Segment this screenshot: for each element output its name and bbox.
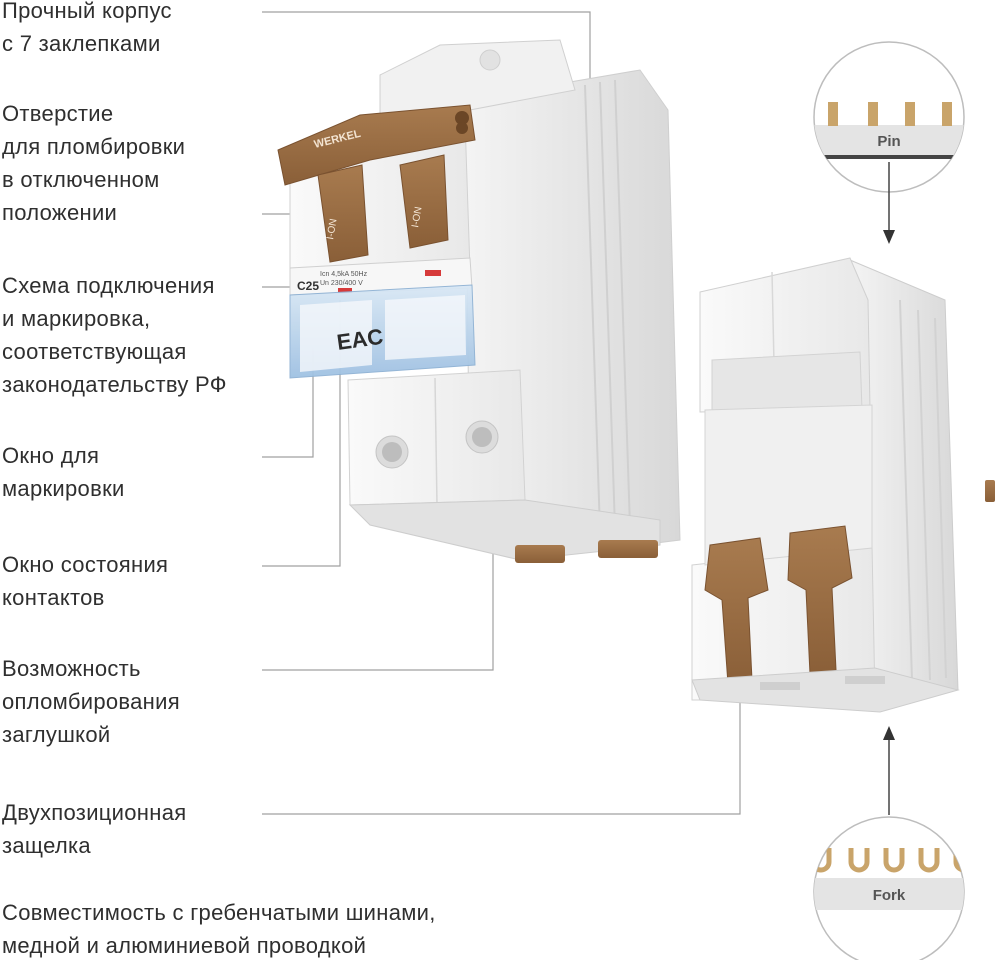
fork-tooth-3 [883, 848, 905, 873]
lever-label-2: I-ON [410, 206, 424, 229]
pin-label: Pin [877, 133, 900, 150]
fork-tooth-2 [848, 848, 870, 873]
label-marking-window-line2: маркировки [2, 476, 125, 501]
label-latch: Двухпозиционная защелка [2, 796, 186, 862]
fork-tooth-4 [918, 848, 940, 873]
pin-tooth-4 [942, 102, 952, 126]
label-busbar-line2: медной и алюминиевой проводкой [2, 933, 367, 958]
label-busbar: Совместимость с гребенчатыми шинами, мед… [2, 896, 436, 962]
fork-arrow [883, 726, 895, 815]
label-busbar-line1: Совместимость с гребенчатыми шинами, [2, 900, 436, 925]
label-sealing-plug: Возможность опломбирования заглушкой [2, 652, 180, 751]
breaker-front-view: WERKEL I-ON I-ON C25 Icn 4,5kA 50Hz Un 2… [277, 39, 681, 563]
pin-tooth-1 [828, 102, 838, 126]
label-seal-hole: Отверстие для пломбировки в отключенном … [2, 97, 185, 229]
fork-label: Fork [873, 887, 906, 904]
leader-latch [262, 700, 741, 815]
breaker-rear-view [691, 257, 995, 713]
label-status-window-line2: контактов [2, 585, 105, 610]
label-scheme-line2: и маркировка, [2, 306, 151, 331]
label-latch-line1: Двухпозиционная [2, 800, 187, 825]
spec-line-1: Icn 4,5kA 50Hz [320, 271, 368, 278]
label-scheme-line1: Схема подключения [2, 273, 215, 298]
label-seal-hole-line1: Отверстие [2, 101, 114, 126]
label-status-window-line1: Окно состояния [2, 552, 169, 577]
label-sealing-plug-line2: опломбирования [2, 689, 180, 714]
pin-arrow [883, 162, 895, 244]
label-marking-window-line1: Окно для [2, 443, 100, 468]
rating-label: C25 [297, 279, 319, 293]
label-seal-hole-line3: в отключенном [2, 167, 160, 192]
label-scheme-line3: соответствующая [2, 339, 187, 364]
label-housing: Прочный корпус с 7 заклепками [2, 0, 172, 60]
label-sealing-plug-line1: Возможность [2, 656, 141, 681]
label-latch-line2: защелка [2, 833, 91, 858]
pin-tooth-3 [905, 102, 915, 126]
leader-marking-window [262, 345, 314, 458]
label-housing-line1: Прочный корпус [2, 0, 172, 23]
leader-status-window [262, 300, 341, 567]
label-sealing-plug-line3: заглушкой [2, 722, 111, 747]
label-seal-hole-line4: положении [2, 200, 118, 225]
pin-tooth-2 [868, 102, 878, 126]
label-marking-window: Окно для маркировки [2, 439, 125, 505]
lever-label-1: I-ON [325, 218, 339, 241]
label-scheme: Схема подключения и маркировка, соответс… [2, 269, 227, 401]
label-seal-hole-line2: для пломбировки [2, 134, 186, 159]
label-housing-line2: с 7 заклепками [2, 31, 161, 56]
fork-tooth-1 [814, 848, 832, 873]
fork-inset: Fork [813, 816, 965, 960]
spec-line-2: Un 230/400 V [320, 280, 363, 287]
label-status-window: Окно состояния контактов [2, 548, 168, 614]
pin-inset: Pin [813, 41, 965, 193]
label-scheme-line4: законодательству РФ [2, 372, 227, 397]
